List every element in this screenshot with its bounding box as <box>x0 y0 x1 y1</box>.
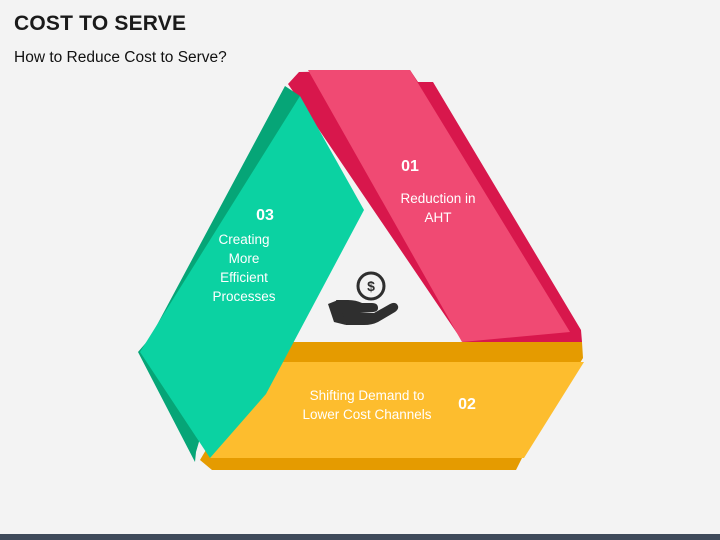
segment-02-number: 02 <box>458 396 476 413</box>
segment-02-face <box>210 362 584 458</box>
segment-01-face <box>308 70 570 342</box>
segment-02-text: Shifting Demand to Lower Cost Channels <box>302 388 432 422</box>
page-subtitle: How to Reduce Cost to Serve? <box>14 49 227 66</box>
segment-01-text: Reduction in AHT <box>400 191 476 225</box>
segment-01-band[interactable] <box>288 70 582 342</box>
segment-02-band[interactable] <box>200 342 584 470</box>
page-title: COST TO SERVE <box>14 12 187 35</box>
svg-text:$: $ <box>367 278 375 294</box>
footer-bar <box>0 534 720 540</box>
hand-holding-dollar-icon: $ <box>328 271 399 325</box>
segment-01-number: 01 <box>401 158 419 175</box>
segment-03-text: Creating More Efficient Processes <box>212 232 276 304</box>
segment-03-number: 03 <box>256 207 274 224</box>
segment-03-band[interactable] <box>138 86 364 462</box>
segment-03-face <box>140 96 364 458</box>
